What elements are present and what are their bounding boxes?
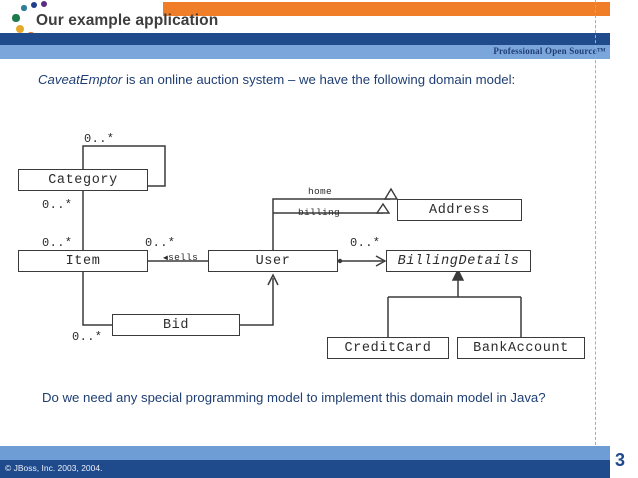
dot-teal-small <box>21 5 27 11</box>
multiplicity-item-user: 0..* <box>145 236 176 250</box>
dot-yellow <box>16 25 24 33</box>
uml-connector-lines <box>82 145 522 337</box>
association-end-dot <box>337 258 343 264</box>
page-title: Our example application <box>36 12 219 29</box>
dot-purple <box>41 1 47 7</box>
role-label-home: home <box>308 186 333 197</box>
sells-direction-triangle-icon: ◀ <box>163 254 169 263</box>
uml-class-item[interactable]: Item <box>18 250 148 272</box>
header-orange-band <box>163 2 610 16</box>
multiplicity-user-billing: 0..* <box>350 236 381 250</box>
multiplicity-category-self: 0..* <box>84 132 115 146</box>
intro-text: CaveatEmptor is an online auction system… <box>38 72 515 87</box>
uml-class-billingdetails[interactable]: BillingDetails <box>386 250 531 272</box>
uml-class-user[interactable]: User <box>208 250 338 272</box>
vertical-dotted-guide <box>595 0 597 455</box>
header-divider-light <box>0 45 610 59</box>
role-label-sells: ◀sells <box>163 252 198 263</box>
dot-green <box>12 14 20 22</box>
copyright-text: © JBoss, Inc. 2003, 2004. <box>5 463 103 473</box>
uml-class-bankaccount[interactable]: BankAccount <box>457 337 585 359</box>
uml-domain-model-diagram: Category Item Bid User Address BillingDe… <box>0 120 610 380</box>
dot-navy <box>31 2 37 8</box>
intro-emphasis: CaveatEmptor <box>38 72 123 87</box>
footer-band-light <box>0 446 610 460</box>
question-text: Do we need any special programming model… <box>42 390 546 405</box>
uml-class-creditcard[interactable]: CreditCard <box>327 337 449 359</box>
role-label-billing: billing <box>298 207 341 218</box>
footer-band-dark <box>0 460 610 478</box>
uml-class-address[interactable]: Address <box>397 199 522 221</box>
uml-class-bid[interactable]: Bid <box>112 314 240 336</box>
header-divider-dark <box>0 33 610 45</box>
multiplicity-item-bid: 0..* <box>72 330 103 344</box>
page-number: 3 <box>615 450 626 470</box>
intro-rest: is an online auction system – we have th… <box>122 72 516 87</box>
role-sells-text: sells <box>168 252 199 263</box>
tagline: Professional Open Source™ <box>493 46 606 56</box>
uml-class-category[interactable]: Category <box>18 169 148 191</box>
multiplicity-item-category: 0..* <box>42 236 73 250</box>
multiplicity-category-item: 0..* <box>42 198 73 212</box>
